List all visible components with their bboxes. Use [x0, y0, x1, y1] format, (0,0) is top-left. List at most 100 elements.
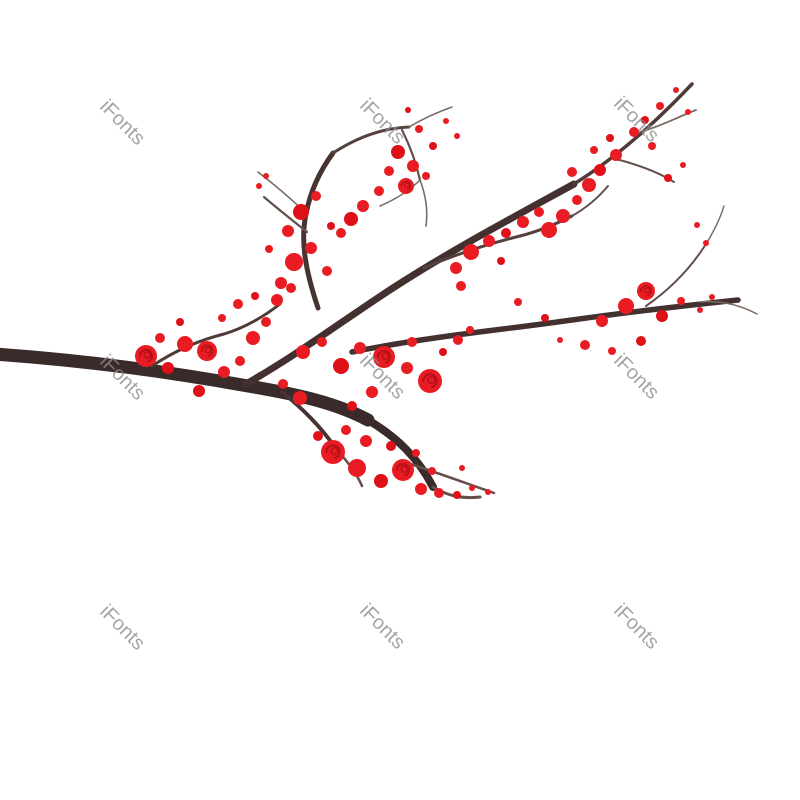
blossom [322, 266, 332, 276]
blossom [664, 174, 672, 182]
blossom-layer [155, 87, 715, 499]
branch-path [331, 125, 411, 155]
branch-path [262, 195, 309, 234]
blossom [709, 294, 715, 300]
blossom [422, 172, 430, 180]
blossom [443, 118, 449, 124]
branch-path [699, 300, 758, 315]
blossom [348, 459, 366, 477]
blossom [677, 297, 685, 305]
blossom [374, 186, 384, 196]
blossom [341, 425, 351, 435]
blossom [557, 337, 563, 343]
blossom [336, 228, 346, 238]
blossom [176, 318, 184, 326]
blossom [501, 228, 511, 238]
blossom [608, 347, 616, 355]
branch-path [645, 243, 707, 307]
blossom [384, 166, 394, 176]
blossom [317, 337, 327, 347]
blossom [344, 212, 358, 226]
blossom [572, 195, 582, 205]
blossom [218, 314, 226, 322]
blossom [434, 488, 444, 498]
blossom [582, 178, 596, 192]
blossom [354, 342, 366, 354]
branch-path [301, 150, 336, 311]
blossom [256, 183, 262, 189]
blossom [694, 222, 700, 228]
blossom [327, 222, 335, 230]
blossom [534, 207, 544, 217]
blossom [386, 441, 396, 451]
branch-path [571, 185, 609, 217]
blossom [567, 167, 577, 177]
blossom [596, 315, 608, 327]
blossom [405, 107, 411, 113]
blossom [429, 142, 437, 150]
blossom [485, 489, 491, 495]
blossom [453, 491, 461, 499]
blossom [162, 362, 174, 374]
blossom [313, 431, 323, 441]
blossom [541, 314, 549, 322]
blossom [459, 465, 465, 471]
flower-blossom [418, 369, 442, 393]
blossom [415, 483, 427, 495]
blossom [286, 283, 296, 293]
branch-path [639, 109, 697, 133]
branch-path [379, 179, 421, 207]
blossom [412, 449, 420, 457]
blossom [235, 356, 245, 366]
flower-blossom [321, 440, 345, 464]
blossom [685, 109, 691, 115]
blossom [305, 242, 317, 254]
blossom [271, 294, 283, 306]
blossom [590, 146, 598, 154]
blossom [497, 257, 505, 265]
blossom [391, 145, 405, 159]
blossom [450, 262, 462, 274]
blossom [246, 331, 260, 345]
blossom [656, 310, 668, 322]
branch-path [0, 347, 375, 427]
branch-path [400, 128, 422, 182]
blossom [428, 467, 436, 475]
blossom [233, 299, 243, 309]
branch-path [349, 297, 741, 355]
blossom [333, 358, 349, 374]
blossom [407, 160, 419, 172]
branch-path [364, 416, 437, 491]
blossom [311, 191, 321, 201]
blossom [556, 209, 570, 223]
blossom [580, 340, 590, 350]
blossom [193, 385, 205, 397]
blossom [296, 345, 310, 359]
blossom [374, 474, 388, 488]
blossom [703, 240, 709, 246]
flower-blossom [637, 282, 655, 300]
blossom [466, 326, 474, 334]
blossom [282, 225, 294, 237]
blossom [177, 336, 193, 352]
blossom [483, 235, 495, 247]
flower-blossom [373, 346, 395, 368]
blossom [656, 102, 664, 110]
branch-path [150, 302, 282, 368]
blossom [636, 336, 646, 346]
blossom [641, 116, 649, 124]
blossom [514, 298, 522, 306]
blossom [261, 317, 271, 327]
flower-layer [135, 178, 655, 481]
blossom [648, 142, 656, 150]
blossom [401, 362, 413, 374]
blossom [697, 307, 703, 313]
blossom [680, 162, 686, 168]
blossom [285, 253, 303, 271]
blossom [263, 173, 269, 179]
blossom [218, 366, 230, 378]
blossom [618, 298, 634, 314]
blossom [357, 200, 369, 212]
blossom [541, 222, 557, 238]
